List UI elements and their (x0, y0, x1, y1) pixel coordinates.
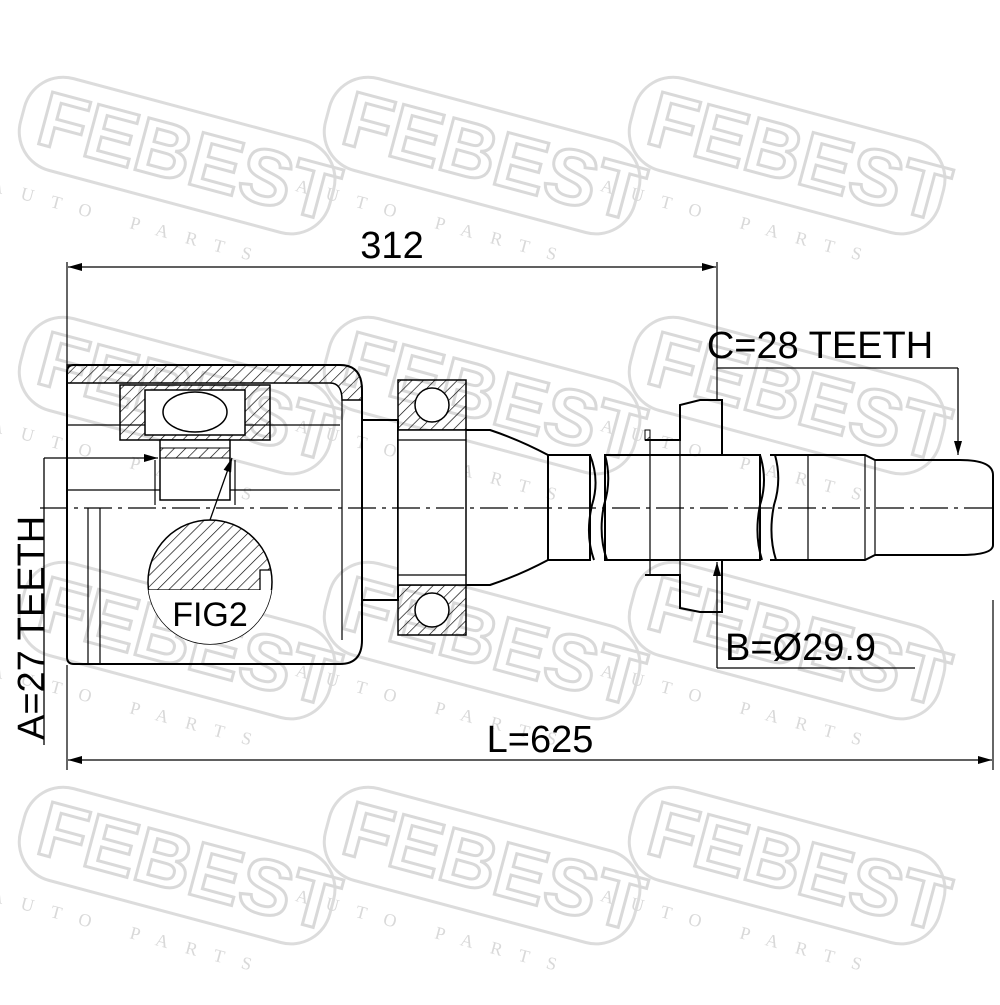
diameter-b-label: B=Ø29.9 (725, 627, 876, 669)
dimension-overall-length: L=625 (68, 719, 992, 764)
dimension-312: 312 (68, 225, 716, 271)
fig2-label: FIG2 (172, 596, 248, 634)
teeth-a-label: A=27 TEETH (11, 516, 53, 740)
dimension-teeth-c: C=28 TEETH (707, 325, 962, 455)
watermark-layer: FEBEST AUTO PARTS FEBEST AUTO PARTS FEBE… (0, 72, 961, 979)
dimension-overall-length-label: L=625 (487, 719, 594, 761)
dimension-teeth-a: A=27 TEETH (11, 454, 158, 745)
teeth-c-label: C=28 TEETH (707, 325, 933, 367)
dimension-312-label: 312 (360, 225, 423, 267)
cv-joint-housing (66, 364, 363, 665)
dimension-diameter-b: B=Ø29.9 (713, 562, 915, 669)
